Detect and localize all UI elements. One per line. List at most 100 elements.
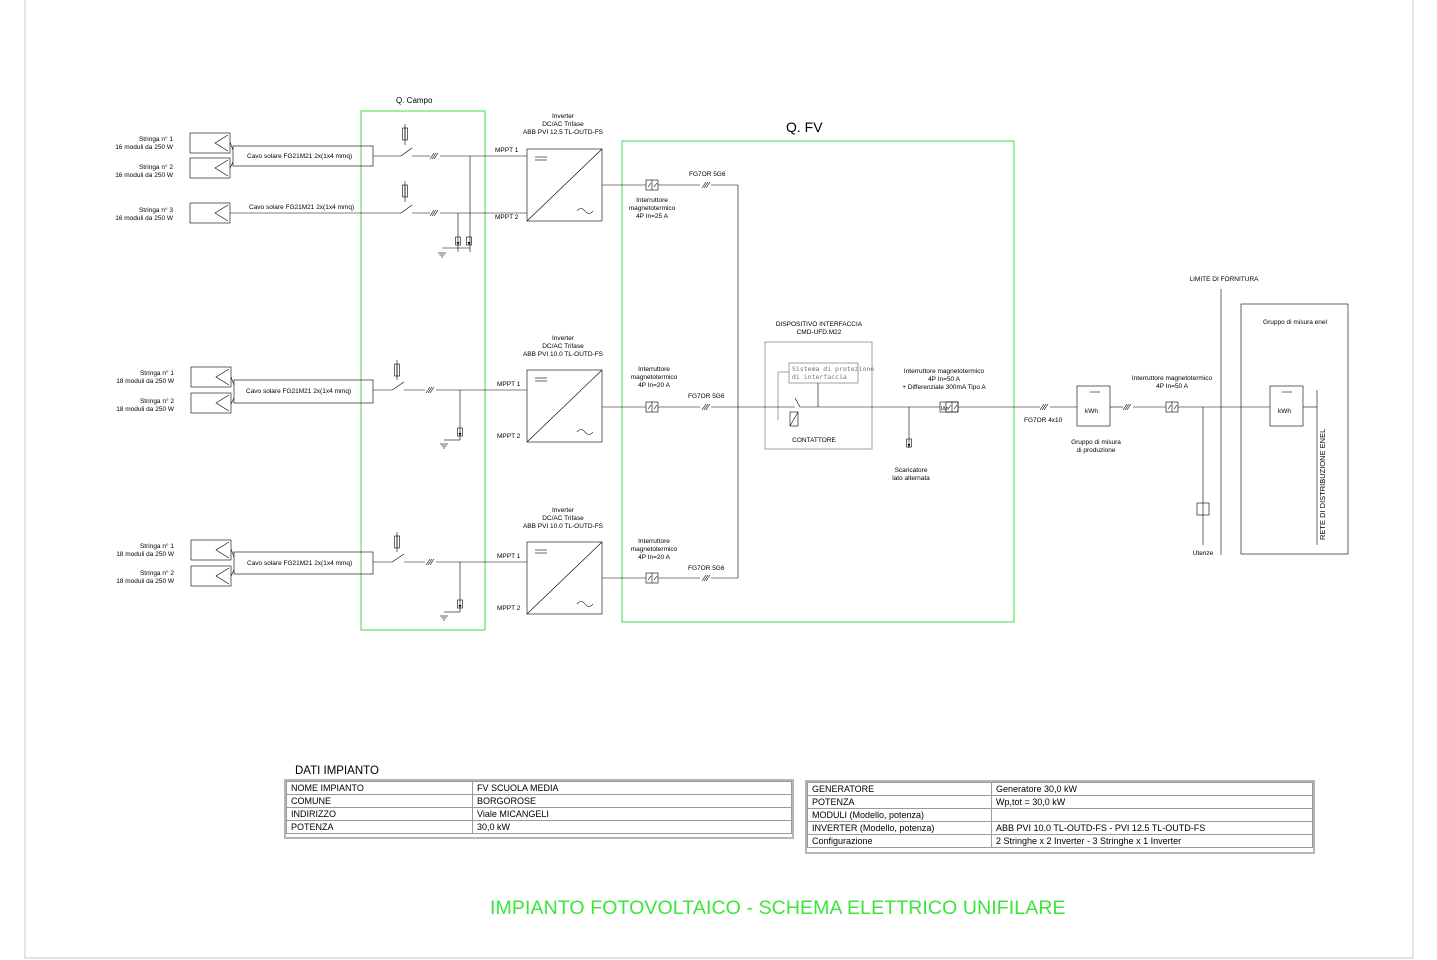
schematic-label: Inverter bbox=[552, 507, 575, 514]
inverter-icon bbox=[526, 369, 603, 443]
schematic-label: DC/AC Trifase bbox=[542, 343, 584, 350]
enel-meter-box: Gruppo di misura enel kWh RETE DI DISTRI… bbox=[1240, 303, 1349, 555]
schematic-label: MPPT 1 bbox=[497, 553, 521, 560]
table-key-cell: COMUNE bbox=[286, 794, 473, 808]
schematic-label: MPPT 2 bbox=[497, 433, 521, 440]
cable-label: Cavo solare FG21M21 2x(1x4 mmq) bbox=[249, 204, 354, 211]
table-value-cell: ABB PVI 10.0 TL-OUTD-FS - PVI 12.5 TL-OU… bbox=[991, 821, 1313, 835]
pv-module-icon bbox=[190, 539, 232, 561]
schematic-label: Stringa n° 1 bbox=[140, 369, 174, 377]
table-key-cell: INVERTER (Modello, potenza) bbox=[807, 821, 992, 835]
schematic-label: Cavo solare FG21M21 2x(1x4 mmq) bbox=[246, 388, 351, 395]
string-1-3-modules: 16 moduli da 250 W bbox=[115, 215, 174, 222]
cable-fg7or-4x10-label: FG7OR 4x10 bbox=[1024, 417, 1063, 424]
schematic-label: magnetotermico bbox=[629, 205, 676, 212]
string-1-3-name: Stringa n° 3 bbox=[139, 206, 173, 214]
breaker-icon bbox=[645, 572, 659, 584]
table-value-cell: BORGOROSE bbox=[472, 794, 792, 808]
schematic-label: MPPT 1 bbox=[497, 381, 521, 388]
pv-module-icon bbox=[189, 202, 231, 224]
schematic-label: Stringa n° 2 bbox=[140, 397, 174, 405]
string-1-1-modules: 16 moduli da 250 W bbox=[115, 144, 174, 151]
pv-module-icon bbox=[189, 157, 231, 179]
table-value-cell: Wp,tot = 30,0 kW bbox=[991, 795, 1313, 809]
string-1-2-name: Stringa n° 2 bbox=[139, 163, 173, 171]
schematic-label: Gruppo di misura enel bbox=[1263, 319, 1328, 326]
table-key-cell: NOME IMPIANTO bbox=[286, 781, 473, 795]
schematic-label: magnetotermico bbox=[631, 374, 678, 381]
utenze-breaker bbox=[1196, 502, 1210, 516]
schematic-label: Interruttore bbox=[638, 538, 670, 545]
inverter-2: Inverter DC/AC Trifase ABB PVI 10.0 TL-O… bbox=[523, 335, 738, 443]
schematic-label: magnetotermico bbox=[631, 546, 678, 553]
cable-label: Cavo solare FG21M21 2x(1x4 mmq) bbox=[247, 153, 352, 160]
inverter-1: Inverter DC/AC Trifase ABB PVI 12.5 TL-O… bbox=[523, 113, 738, 222]
schematic-label: + Differenziale 300mA Tipo A bbox=[902, 384, 986, 391]
schematic-label: ABB PVI 10.0 TL-OUTD-FS bbox=[523, 351, 604, 358]
interface-device: DISPOSITIVO INTERFACCIA CMD-UFD.M22 Sist… bbox=[764, 321, 874, 450]
table-value-cell: Viale MICANGELI bbox=[472, 807, 792, 821]
schematic-label: 18 moduli da 250 W bbox=[116, 378, 175, 385]
table-key-cell: MODULI (Modello, potenza) bbox=[807, 808, 992, 822]
schematic-label: DC/AC Trifase bbox=[542, 515, 584, 522]
table-value-cell bbox=[991, 808, 1313, 822]
inverter-3: Inverter DC/AC Trifase ABB PVI 10.0 TL-O… bbox=[523, 507, 738, 615]
schematic-label: Interruttore bbox=[638, 366, 670, 373]
schematic-label: 4P In=50 A bbox=[928, 376, 961, 383]
pv-module-icon bbox=[190, 565, 232, 587]
inverter-icon bbox=[526, 148, 603, 222]
table-row: MODULI (Modello, potenza) bbox=[807, 808, 1313, 822]
schematic-label: 18 moduli da 250 W bbox=[116, 406, 175, 413]
inverter-type: DC/AC Trifase bbox=[542, 121, 584, 128]
production-meter: kWh Gruppo di misura di produzione bbox=[1071, 385, 1121, 454]
schematic-label: 18 moduli da 250 W bbox=[116, 578, 175, 585]
interface-model: CMD-UFD.M22 bbox=[797, 329, 842, 336]
breaker-icon bbox=[1165, 401, 1179, 413]
schematic-label: lato alternata bbox=[892, 475, 930, 482]
schematic-label: Scaricatore bbox=[895, 467, 928, 474]
schematic-label: kWh bbox=[1278, 408, 1291, 415]
schematic-label: Interruttore magnetotermico bbox=[1132, 375, 1213, 382]
schematic-label: Stringa n° 1 bbox=[140, 542, 174, 550]
kwh-label: kWh bbox=[1085, 408, 1098, 415]
table-key-cell: INDIRIZZO bbox=[286, 807, 473, 821]
inverter-icon bbox=[526, 541, 603, 615]
sheet-border bbox=[24, 0, 1414, 959]
schematic-label: ΙΔn bbox=[941, 406, 949, 412]
pv-module-icon bbox=[190, 392, 232, 414]
mppt1-label: MPPT 1 bbox=[495, 147, 519, 154]
schematic-label: Cavo solare FG21M21 2x(1x4 mmq) bbox=[247, 560, 352, 567]
main-breaker: Interruttore magnetotermico 4P In=50 A +… bbox=[902, 368, 986, 413]
interface-title: DISPOSITIVO INTERFACCIA bbox=[776, 321, 863, 328]
schematic-label: 4P In=20 A bbox=[638, 382, 671, 389]
schematic-label: 4P In=20 A bbox=[638, 554, 671, 561]
q-fv-box bbox=[621, 140, 1015, 623]
q-campo-label: Q. Campo bbox=[396, 96, 433, 105]
inverter-model: ABB PVI 12.5 TL-OUTD-FS bbox=[523, 129, 604, 136]
schematic-label: Gruppo di misura bbox=[1071, 439, 1121, 446]
table-value-cell: 30,0 kW bbox=[472, 820, 792, 834]
breaker-icon bbox=[645, 401, 659, 413]
enel-network-label: RETE DI DISTRIBUZIONE ENEL bbox=[1318, 429, 1327, 540]
table-value-cell: FV SCUOLA MEDIA bbox=[472, 781, 792, 795]
schematic-label: 4P In=50 A bbox=[1156, 383, 1189, 390]
string-1-1-name: Stringa n° 1 bbox=[139, 135, 173, 143]
pv-module-icon bbox=[190, 366, 232, 388]
inverter-title: Inverter bbox=[552, 113, 575, 120]
diagram-title: IMPIANTO FOTOVOLTAICO - SCHEMA ELETTRICO… bbox=[490, 897, 1066, 919]
contactor-label: CONTATTORE bbox=[792, 437, 836, 444]
mppt2-label: MPPT 2 bbox=[495, 214, 519, 221]
table-key-cell: Configurazione bbox=[807, 834, 992, 848]
table-value-cell: 2 Stringhe x 2 Inverter - 3 Stringhe x 1… bbox=[991, 834, 1313, 848]
schematic-label: Sistema di protezione bbox=[792, 365, 874, 373]
